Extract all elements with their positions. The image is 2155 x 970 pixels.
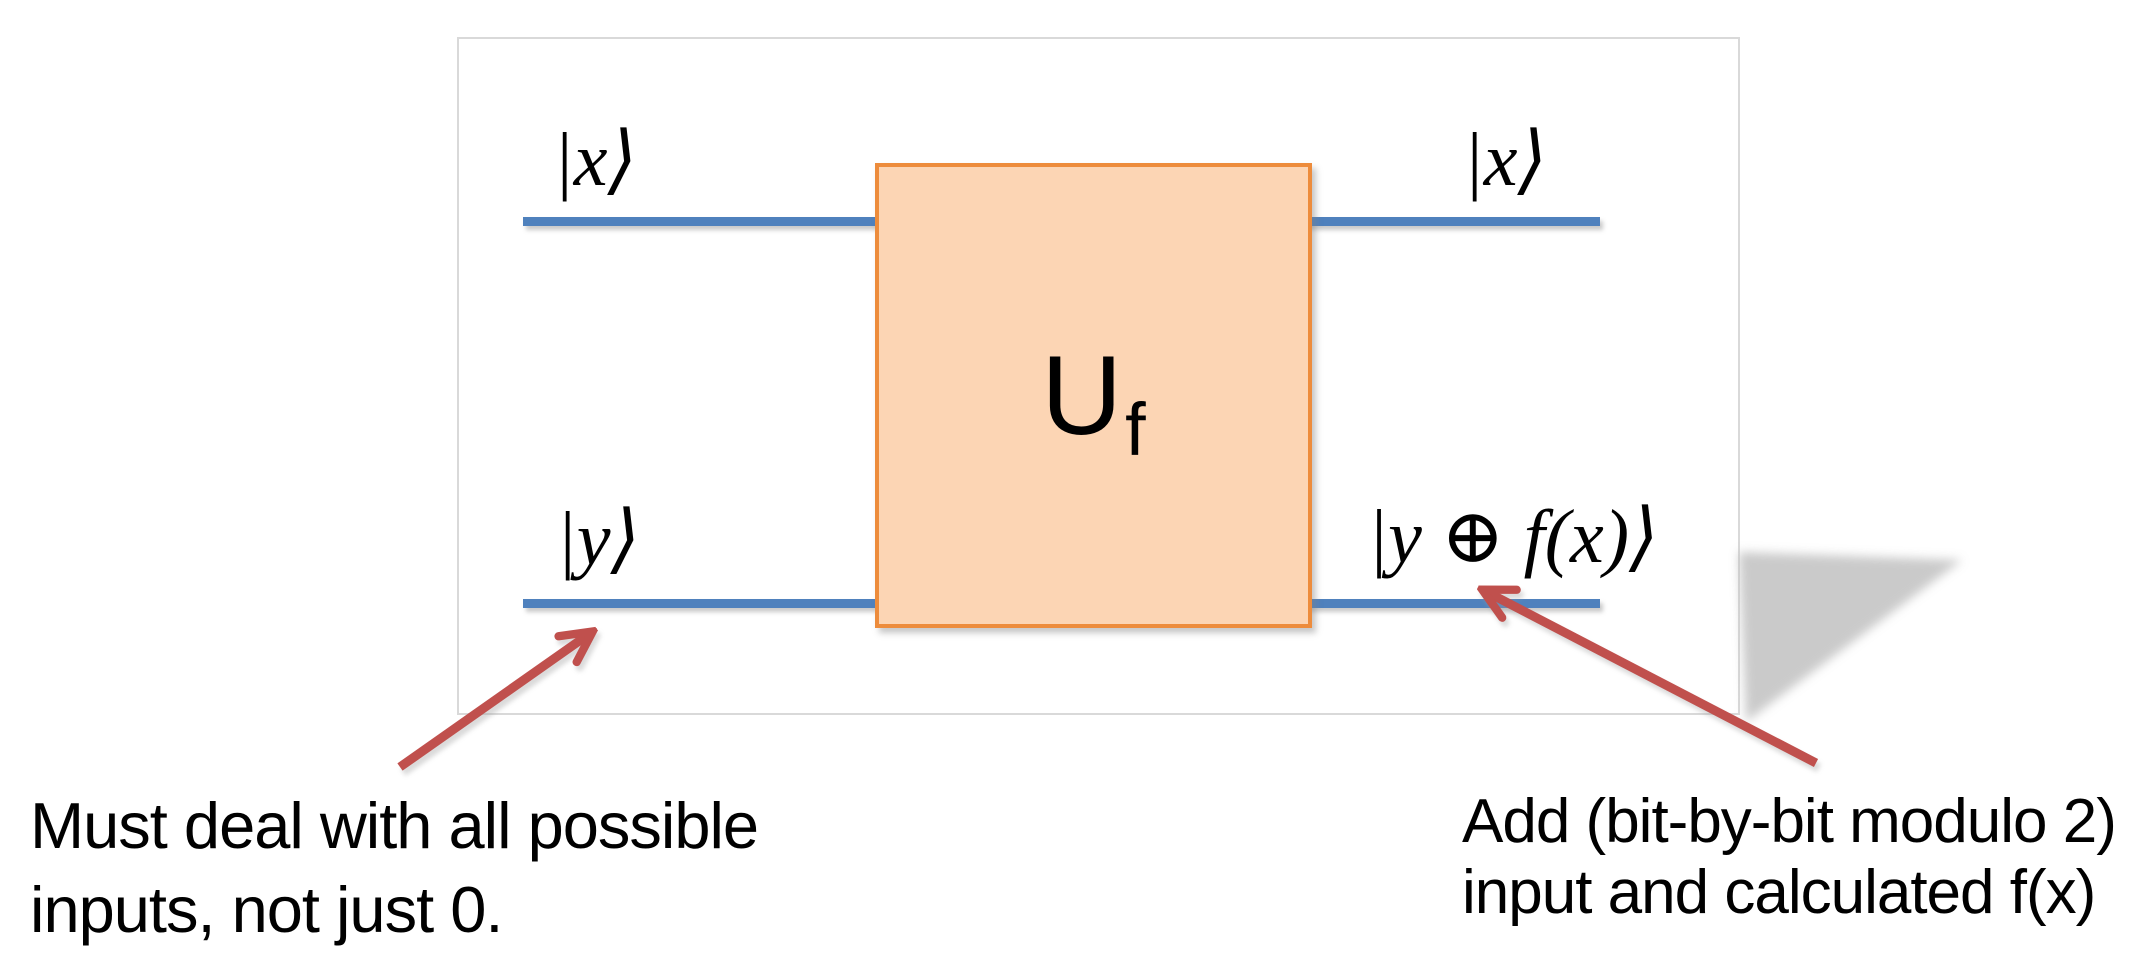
- panel-shadow: [1739, 552, 1962, 722]
- gate-label: U: [1041, 332, 1123, 458]
- gate-subscript: f: [1125, 387, 1146, 471]
- ket-input-y: |y⟩: [555, 497, 641, 581]
- ket-output-x: |x⟩: [1462, 118, 1548, 202]
- note-left-line2: inputs, not just 0.: [30, 873, 503, 946]
- note-right-line2: input and calculated f(x): [1462, 858, 2096, 927]
- ket-output-y: |y ⊕ f(x)⟩: [1367, 495, 1659, 579]
- note-right-line1: Add (bit-by-bit modulo 2): [1462, 787, 2117, 856]
- note-left: Must deal with all possible inputs, not …: [30, 784, 759, 952]
- note-right: Add (bit-by-bit modulo 2) input and calc…: [1462, 786, 2117, 928]
- note-left-line1: Must deal with all possible: [30, 789, 759, 862]
- ket-input-x: |x⟩: [552, 118, 638, 202]
